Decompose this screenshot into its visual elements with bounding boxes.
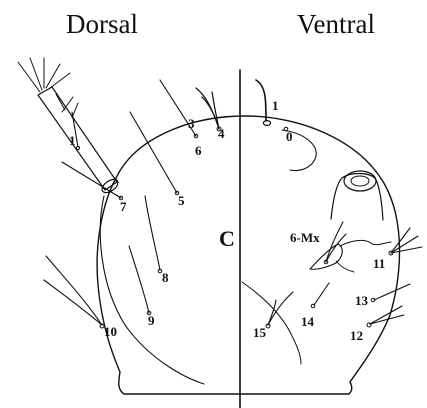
- ventral-heading: Ventral: [297, 9, 375, 39]
- dorsal-heading: Dorsal: [66, 9, 138, 39]
- seta-label-d1: 1: [69, 133, 76, 148]
- seta-label-v11: 11: [373, 256, 385, 271]
- seta-label-v1: 1: [272, 98, 279, 113]
- center-label-c: C: [219, 226, 235, 251]
- mx-lobe: [310, 244, 342, 269]
- seta-label-d6: 6: [195, 143, 202, 158]
- seta-label-d3: 3: [188, 116, 195, 131]
- antenna: [18, 58, 120, 195]
- ventral-inner-curve: [242, 282, 301, 364]
- ventral-fold-line: [340, 240, 391, 246]
- seta-label-v6mx: 6-Mx: [290, 230, 320, 245]
- seta-label-d5: 5: [178, 193, 185, 208]
- seta-label-v12: 12: [350, 328, 363, 343]
- maxilla-palp: [331, 171, 383, 220]
- seta-label-d10: 10: [104, 324, 117, 339]
- seta-label-v13: 13: [355, 293, 369, 308]
- seta-label-d7: 7: [120, 199, 127, 214]
- seta-label-v0: 0: [286, 129, 293, 144]
- seta-label-v15: 15: [253, 325, 267, 340]
- seta-label-v14: 14: [301, 314, 315, 329]
- mx-lobe-edge: [336, 261, 354, 272]
- ventral-setae: [256, 80, 422, 328]
- seta-label-d4: 4: [218, 126, 225, 141]
- seta-label-d9: 9: [148, 313, 155, 328]
- head-capsule-outline: [97, 116, 399, 394]
- seta-label-d8: 8: [162, 270, 169, 285]
